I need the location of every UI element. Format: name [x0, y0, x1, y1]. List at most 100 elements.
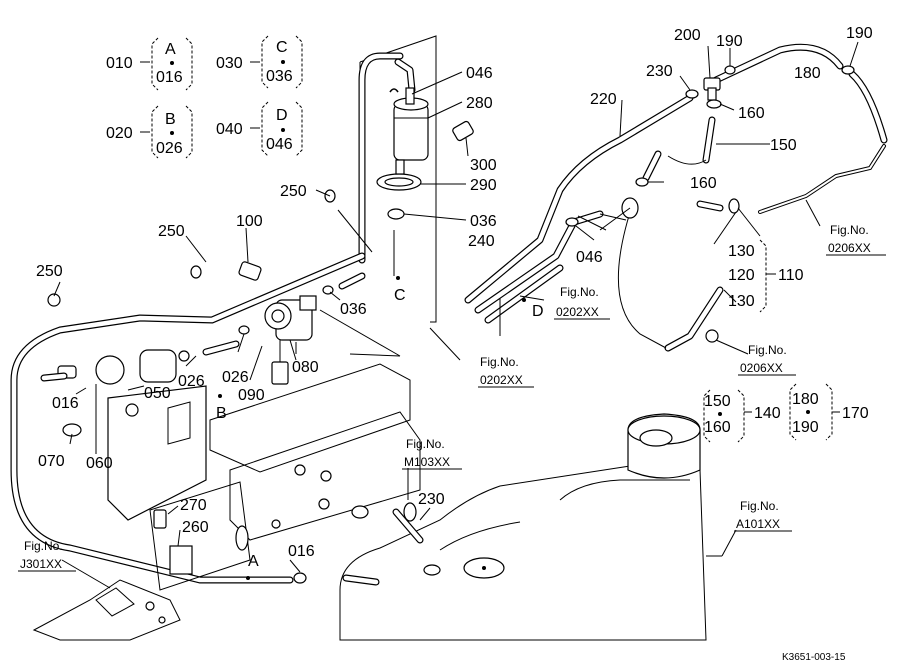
- pump-080: [264, 295, 317, 385]
- group-170: 180 190 170: [789, 383, 869, 441]
- fig-ref-0202-mid-line2: 0202XX: [556, 305, 599, 319]
- callout-150: 150: [770, 137, 797, 154]
- legend-top-c: C: [276, 39, 288, 56]
- fig-ref-a101-line1: Fig.No.: [740, 499, 779, 513]
- strainer-050: [95, 349, 190, 385]
- callout-220: 220: [590, 91, 617, 108]
- fig-ref-0206-mid: Fig.No. 0206XX: [738, 343, 796, 376]
- fitting-300: [452, 120, 474, 142]
- legend-010: 010 A 016: [106, 37, 193, 91]
- fig-ref-0206-top-line2: 0206XX: [828, 241, 871, 255]
- letter-a: A: [248, 553, 259, 570]
- legend-bottom-026: 026: [156, 140, 183, 157]
- group-140-code: 140: [754, 405, 781, 422]
- connector-070: [57, 365, 82, 437]
- fig-ref-0206-top: Fig.No. 0206XX: [826, 223, 886, 256]
- group-110-item-3: 130: [728, 293, 755, 310]
- callout-090: 090: [238, 387, 265, 404]
- letter-d: D: [532, 303, 544, 320]
- letter-c: C: [394, 287, 406, 304]
- callout-290: 290: [470, 177, 497, 194]
- clamps-right: [47, 65, 855, 584]
- callout-036-mid: 036: [340, 301, 367, 318]
- callout-250-top: 250: [280, 183, 307, 200]
- right-hoses: [599, 43, 888, 352]
- legend-020: 020 B 026: [106, 105, 193, 159]
- bracket-060: [107, 385, 207, 521]
- group-170-top: 180: [792, 391, 819, 408]
- leader-lines: [53, 41, 859, 589]
- callout-230-top: 230: [646, 63, 673, 80]
- group-170-bottom: 190: [792, 419, 819, 436]
- fig-ref-0202-mid: Fig.No. 0202XX: [554, 285, 610, 320]
- fig-ref-j301: Fig.No. J301XX: [18, 539, 76, 572]
- callout-036-top: 036: [470, 213, 497, 230]
- t-joint-200: [703, 77, 721, 101]
- callout-050: 050: [144, 385, 171, 402]
- group-110-code: 110: [778, 267, 804, 284]
- group-110-item-1: 130: [728, 243, 755, 260]
- callout-270: 270: [180, 497, 207, 514]
- callout-labels: 046 280 300 290 036 240 250 250 250 100 …: [36, 25, 873, 560]
- fig-ref-0202-low: Fig.No. 0202XX: [478, 355, 534, 388]
- callout-016-left: 016: [52, 395, 79, 412]
- legend-bottom-046: 046: [266, 136, 293, 153]
- callout-160-mid: 160: [690, 175, 717, 192]
- callout-070: 070: [38, 453, 65, 470]
- fuel-filter-280: [376, 87, 429, 191]
- fig-ref-0202-low-line1: Fig.No.: [480, 355, 519, 369]
- callout-300: 300: [470, 157, 497, 174]
- legend-code-010: 010: [106, 55, 133, 72]
- legend-top-b: B: [165, 111, 176, 128]
- frame-structure: [149, 363, 421, 591]
- callout-180: 180: [794, 65, 821, 82]
- main-fuel-hose: [10, 52, 416, 584]
- callout-046-right: 046: [576, 249, 603, 266]
- group-110: 130 120 130 110: [728, 239, 804, 313]
- part-j301: [32, 579, 181, 641]
- letter-markers: C D B A: [216, 276, 544, 580]
- legend-top-a: A: [165, 41, 176, 58]
- legend-code-030: 030: [216, 55, 243, 72]
- group-170-code: 170: [842, 405, 869, 422]
- fig-ref-0206-mid-line1: Fig.No.: [748, 343, 787, 357]
- callout-060: 060: [86, 455, 113, 472]
- fig-ref-a101-line2: A101XX: [736, 517, 780, 531]
- group-110-item-2: 120: [728, 267, 755, 284]
- legend-code-020: 020: [106, 125, 133, 142]
- fitting-100: [238, 261, 262, 281]
- group-140-top: 150: [704, 393, 731, 410]
- callout-016-bottom: 016: [288, 543, 315, 560]
- fig-ref-m103: Fig.No. M103XX: [402, 437, 462, 470]
- legend-040: 040 D 046: [216, 101, 303, 157]
- fig-ref-m103-line2: M103XX: [404, 455, 450, 469]
- callout-046: 046: [466, 65, 493, 82]
- callout-260: 260: [182, 519, 209, 536]
- callout-190-left: 190: [716, 33, 743, 50]
- legend-bottom-036: 036: [266, 68, 293, 85]
- legend-top-d: D: [276, 107, 288, 124]
- legend-030: 030 C 036: [216, 35, 303, 89]
- fig-ref-j301-line2: J301XX: [20, 557, 62, 571]
- callout-160-top: 160: [738, 105, 765, 122]
- group-140-bottom: 160: [704, 419, 731, 436]
- callout-280: 280: [466, 95, 493, 112]
- fig-ref-0202-low-line2: 0202XX: [480, 373, 523, 387]
- fig-ref-a101: Fig.No. A101XX: [734, 499, 792, 532]
- fig-ref-0202-mid-line1: Fig.No.: [560, 285, 599, 299]
- legend-bottom-016: 016: [156, 69, 183, 86]
- callout-026-right: 026: [222, 369, 249, 386]
- filter-frame: [359, 35, 437, 323]
- callout-190-right: 190: [846, 25, 873, 42]
- fuel-tank: [339, 413, 707, 641]
- callout-080: 080: [292, 359, 319, 376]
- callout-250-left: 250: [36, 263, 63, 280]
- callout-230-bottom: 230: [418, 491, 445, 508]
- fig-ref-j301-line1: Fig.No.: [24, 539, 63, 553]
- fig-ref-0206-top-line1: Fig.No.: [830, 223, 869, 237]
- callout-100: 100: [236, 213, 263, 230]
- letter-b: B: [216, 405, 227, 422]
- short-hoses: [40, 272, 424, 586]
- callout-240: 240: [468, 233, 495, 250]
